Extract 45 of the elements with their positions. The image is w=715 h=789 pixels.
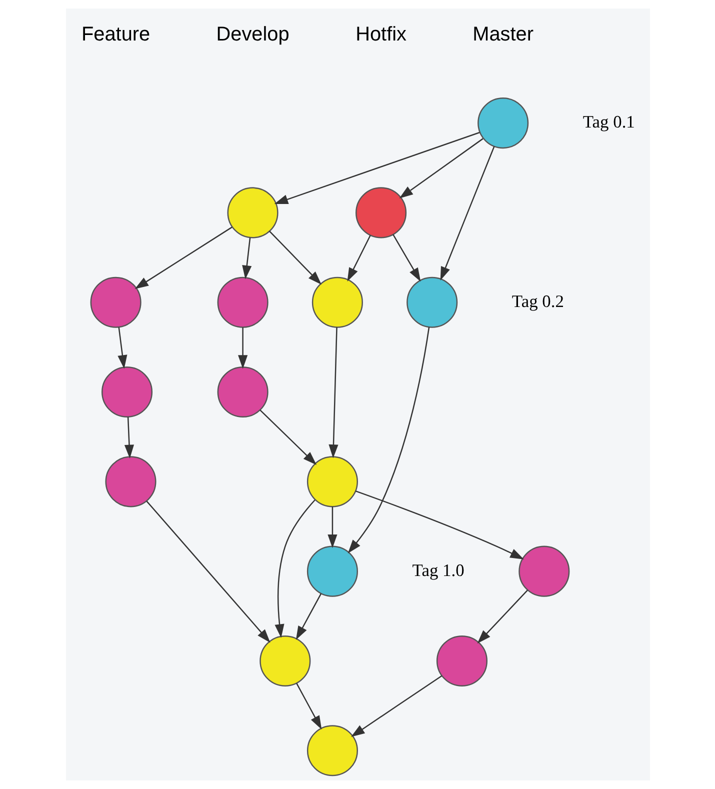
arrow: [440, 146, 494, 281]
node-circle: [436, 635, 487, 686]
node-circle: [104, 456, 156, 508]
arrow: [259, 410, 316, 465]
arrow: [124, 417, 134, 459]
node-circle: [306, 456, 358, 508]
node-circle: [306, 725, 358, 776]
node-circle: [306, 546, 358, 597]
label: Master: [472, 24, 533, 46]
arrow: [268, 230, 321, 285]
arrow: [134, 226, 232, 290]
node-circle: [216, 366, 268, 418]
arrow: [296, 683, 322, 730]
node-circle: [311, 276, 362, 328]
node-label: Tag 0.2: [511, 290, 564, 311]
arrow: [146, 500, 270, 643]
node-circle: [100, 366, 152, 418]
node-circle: [477, 98, 528, 149]
arrow: [392, 234, 420, 282]
arrow: [354, 490, 524, 560]
node-circle: [259, 635, 310, 686]
arrow: [346, 235, 370, 282]
arrow: [238, 327, 248, 369]
arrow: [274, 500, 315, 638]
arrow: [295, 593, 322, 640]
node-label: Tag 1.0: [412, 560, 464, 580]
label: Feature: [81, 24, 150, 46]
arrow: [327, 506, 337, 548]
node-circle: [90, 276, 141, 328]
label: Develop: [216, 24, 289, 46]
arrow: [274, 132, 480, 204]
arrow: [476, 590, 528, 644]
node-circle: [226, 187, 278, 238]
arrow: [350, 675, 442, 737]
label: Hotfix: [355, 24, 406, 46]
arrow: [242, 238, 252, 280]
arrow: [347, 327, 430, 554]
node-circle: [406, 276, 458, 328]
arrow: [328, 327, 338, 458]
node-label: Tag 0.1: [582, 112, 634, 132]
node-circle: [216, 276, 268, 328]
arrow: [398, 138, 483, 198]
arrow: [117, 327, 127, 369]
node-circle: [518, 546, 570, 597]
node-circle: [355, 187, 406, 238]
